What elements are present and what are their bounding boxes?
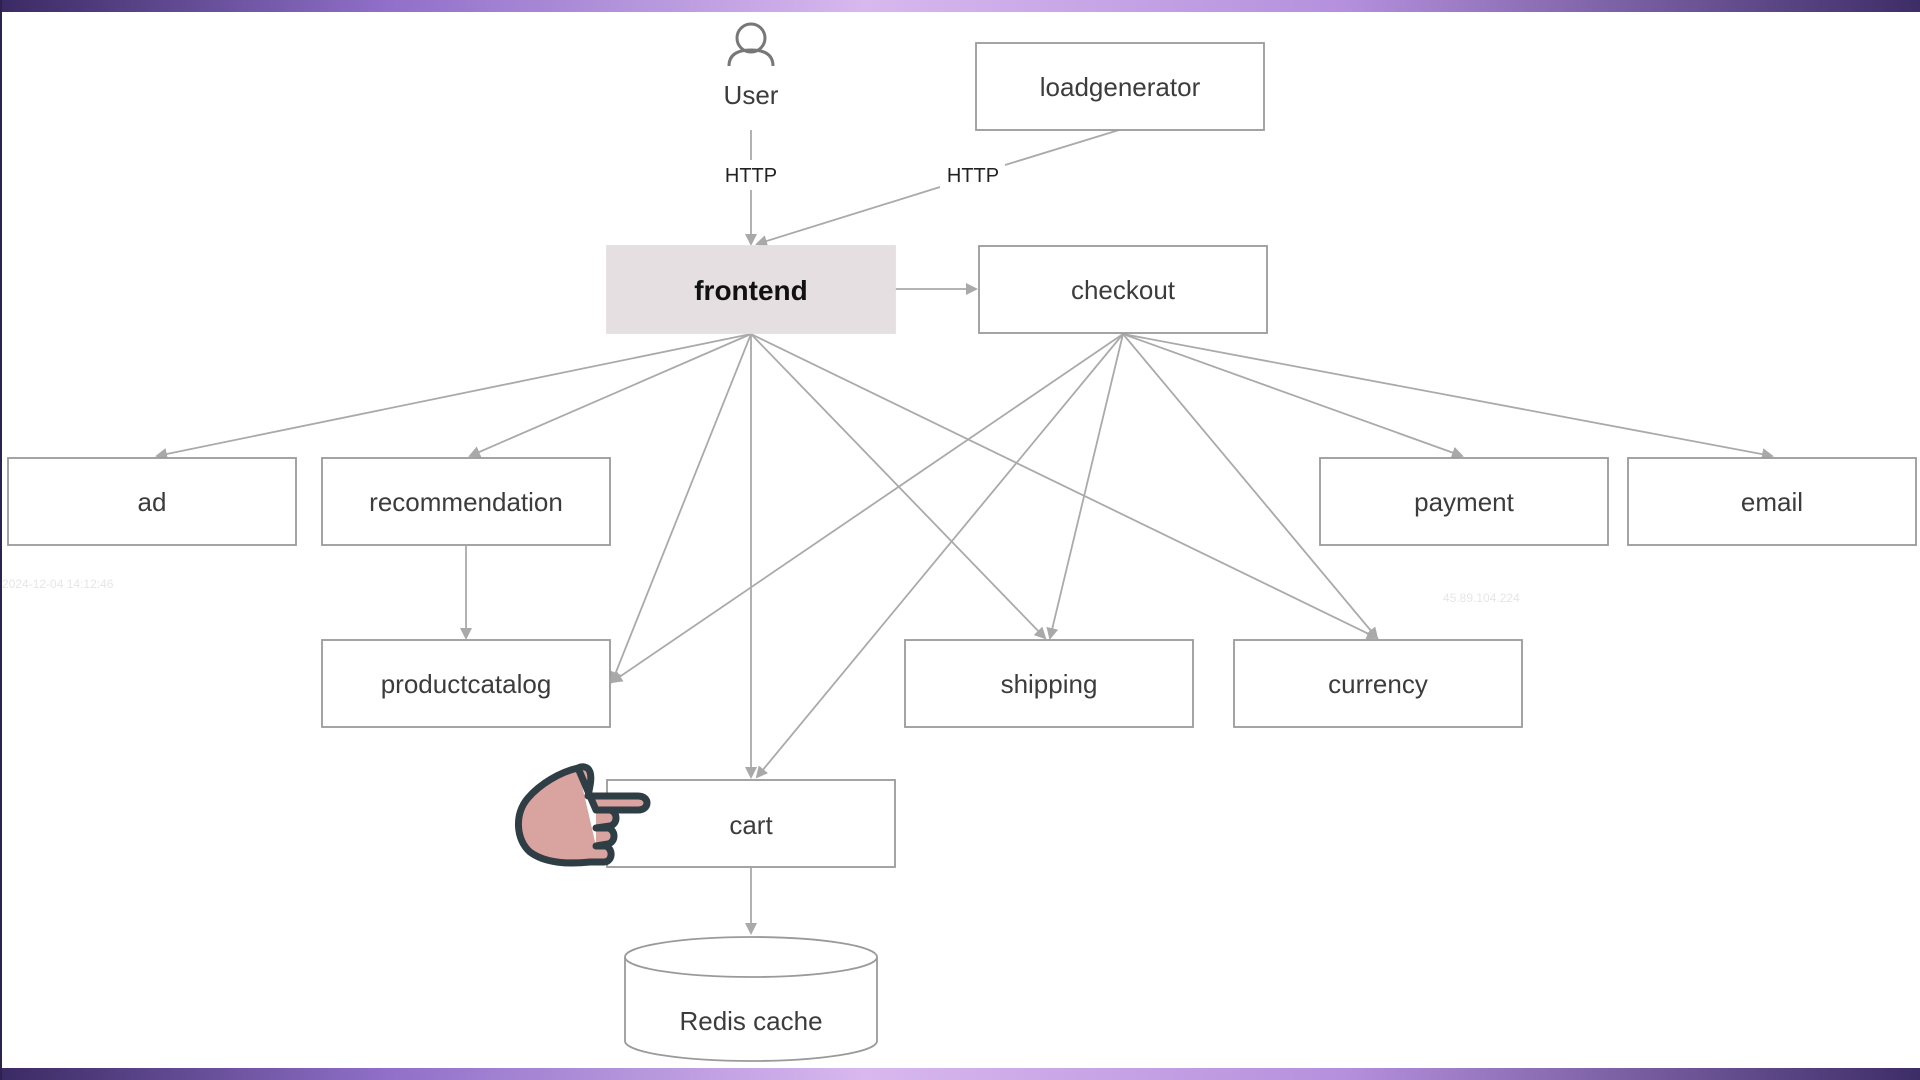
edge-frontend-productcatalog bbox=[610, 333, 752, 684]
node-label-currency: currency bbox=[1328, 669, 1428, 699]
node-label-ad: ad bbox=[138, 487, 167, 517]
pointing-hand-icon bbox=[514, 763, 651, 867]
node-label-redis-cache: Redis cache bbox=[679, 1006, 822, 1036]
edge-frontend-currency bbox=[750, 333, 1379, 640]
edge-checkout-shipping bbox=[1046, 333, 1124, 640]
node-checkout: checkout bbox=[978, 245, 1268, 334]
user-icon bbox=[727, 22, 775, 67]
node-frontend: frontend bbox=[606, 245, 896, 334]
edge-frontend-shipping bbox=[750, 333, 1047, 640]
edges bbox=[155, 129, 1774, 935]
node-label-loadgenerator: loadgenerator bbox=[1040, 72, 1201, 102]
node-shipping: shipping bbox=[904, 639, 1194, 728]
node-label-productcatalog: productcatalog bbox=[381, 669, 552, 699]
edge-label-user-http: HTTP bbox=[725, 165, 777, 187]
bottom-accent-bar bbox=[0, 1068, 1920, 1080]
node-redis-cache: Redis cache bbox=[624, 936, 878, 1062]
edge-frontend-recommendation bbox=[468, 333, 752, 458]
edge-checkout-payment bbox=[1122, 333, 1464, 459]
timestamp-watermark: 2024-12-04 14:12:46 bbox=[2, 577, 114, 591]
node-label-checkout: checkout bbox=[1071, 275, 1176, 305]
node-cart: cart bbox=[606, 779, 896, 868]
node-payment: payment bbox=[1319, 457, 1609, 546]
node-currency: currency bbox=[1233, 639, 1523, 728]
edge-checkout-email bbox=[1122, 333, 1774, 461]
node-label-recommendation: recommendation bbox=[369, 487, 563, 517]
node-loadgenerator: loadgenerator bbox=[975, 42, 1265, 131]
edge-checkout-cart bbox=[755, 333, 1124, 779]
edge-loadgen-frontend-lower bbox=[755, 186, 941, 247]
node-label-cart: cart bbox=[729, 810, 773, 840]
node-label-frontend: frontend bbox=[694, 275, 808, 306]
left-border bbox=[0, 0, 2, 1080]
node-label-email: email bbox=[1741, 487, 1803, 517]
edge-label-loadgen-http: HTTP bbox=[947, 165, 999, 187]
node-email: email bbox=[1627, 457, 1917, 546]
node-ad: ad bbox=[7, 457, 297, 546]
node-label-payment: payment bbox=[1414, 487, 1514, 517]
edge-frontend-ad bbox=[155, 333, 752, 460]
top-accent-bar bbox=[0, 0, 1920, 12]
node-productcatalog: productcatalog bbox=[321, 639, 611, 728]
ip-watermark: 45.89.104.224 bbox=[1443, 591, 1520, 605]
user-label: User bbox=[724, 80, 779, 110]
edge-loadgen-frontend bbox=[1004, 129, 1120, 166]
edge-checkout-productcatalog bbox=[610, 333, 1124, 684]
node-recommendation: recommendation bbox=[321, 457, 611, 546]
node-label-shipping: shipping bbox=[1001, 669, 1098, 699]
edge-checkout-currency bbox=[1122, 333, 1379, 640]
